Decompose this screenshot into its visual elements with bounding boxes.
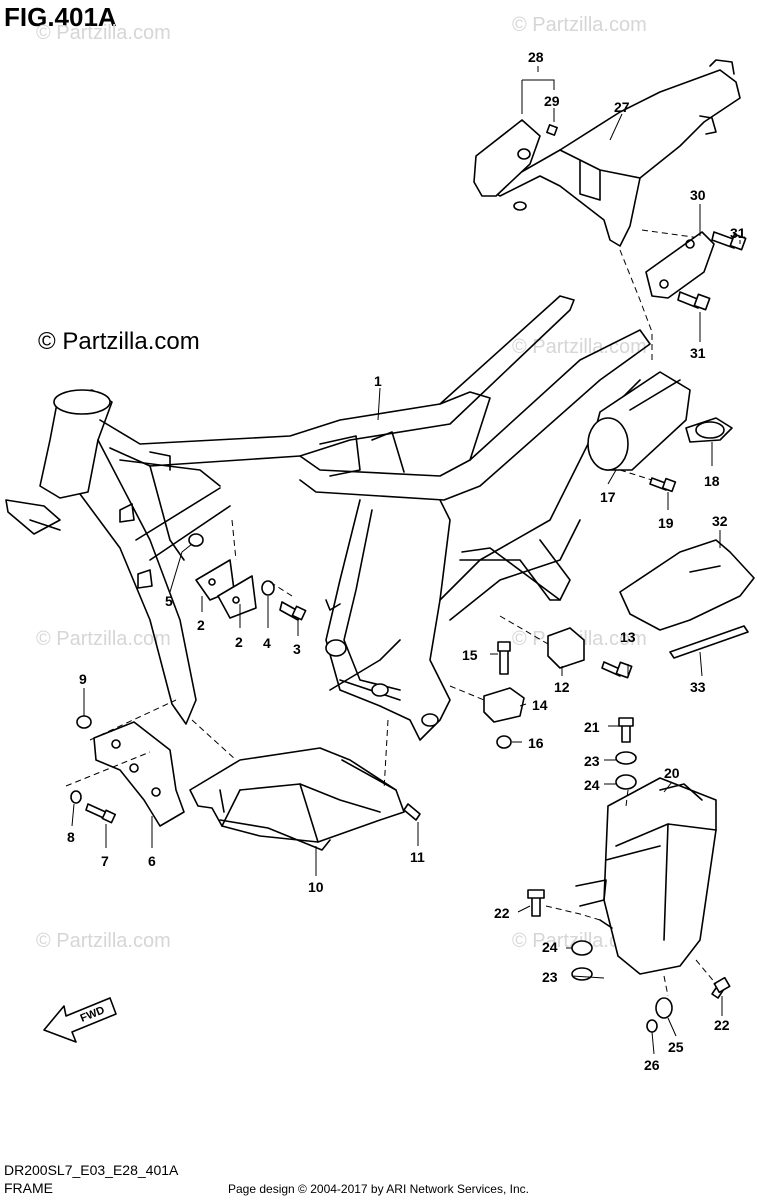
callout-14: 14	[532, 697, 548, 713]
callout-13: 13	[620, 629, 636, 645]
callout-26: 26	[644, 1057, 660, 1073]
callout-labels: 1 2 2 3 4 5 6 7 8 9 10 11 12 13 14 15 16…	[67, 49, 746, 1073]
cradle-drawing	[189, 747, 405, 851]
callout-22: 22	[714, 1017, 730, 1033]
watermark-main: © Partzilla.com	[38, 328, 200, 355]
hardware-drawing	[188, 533, 307, 621]
callout-3: 3	[293, 641, 301, 657]
side-plate-drawing	[645, 231, 747, 311]
callout-12: 12	[554, 679, 570, 695]
fwd-arrow-icon: FWD	[43, 997, 117, 1043]
engine-bracket-drawing	[195, 559, 257, 619]
callout-18: 18	[704, 473, 720, 489]
watermark: © Partzilla.com	[36, 930, 171, 952]
callout-15: 15	[462, 647, 478, 663]
watermark: © Partzilla.com	[512, 336, 647, 358]
callout-33: 33	[690, 679, 706, 695]
watermark: © Partzilla.com	[36, 628, 171, 650]
callout-4: 4	[263, 635, 271, 651]
main-frame-drawing	[5, 295, 651, 741]
callout-22: 22	[494, 905, 510, 921]
callout-31: 31	[730, 225, 746, 241]
callout-7: 7	[101, 853, 109, 869]
callout-16: 16	[528, 735, 544, 751]
callout-2: 2	[197, 617, 205, 633]
callout-32: 32	[712, 513, 728, 529]
callout-5: 5	[165, 593, 173, 609]
section-name: FRAME	[4, 1180, 53, 1196]
callout-23: 23	[542, 969, 558, 985]
figure-title: FIG.401A	[4, 2, 117, 32]
battery-case-drawing	[527, 717, 731, 1033]
callout-23: 23	[584, 753, 600, 769]
rear-frame-drawing	[473, 59, 741, 247]
callout-9: 9	[79, 671, 87, 687]
callout-24: 24	[584, 777, 600, 793]
callout-21: 21	[584, 719, 600, 735]
callout-11: 11	[410, 849, 425, 865]
callout-24: 24	[542, 939, 558, 955]
callout-30: 30	[690, 187, 706, 203]
model-code: DR200SL7_E03_E28_401A	[4, 1162, 179, 1178]
bumper-drawing	[483, 627, 633, 749]
callout-31: 31	[690, 345, 706, 361]
watermark: © Partzilla.com	[36, 22, 171, 44]
callout-20: 20	[664, 765, 680, 781]
callout-29: 29	[544, 93, 560, 109]
cover-drawing	[619, 539, 755, 659]
callout-17: 17	[600, 489, 616, 505]
leader-lines	[71, 66, 741, 1055]
watermark: © Partzilla.com	[512, 14, 647, 36]
tool-box-drawing	[587, 371, 733, 493]
callout-25: 25	[668, 1039, 684, 1055]
callout-2: 2	[235, 634, 243, 650]
callout-19: 19	[658, 515, 674, 531]
callout-10: 10	[308, 879, 324, 895]
callout-1: 1	[374, 373, 382, 389]
front-bracket-drawing	[70, 715, 185, 827]
copyright-notice: Page design © 2004-2017 by ARI Network S…	[227, 1182, 529, 1196]
callout-8: 8	[67, 829, 75, 845]
callout-28: 28	[528, 49, 544, 65]
callout-27: 27	[614, 99, 630, 115]
callout-6: 6	[148, 853, 156, 869]
